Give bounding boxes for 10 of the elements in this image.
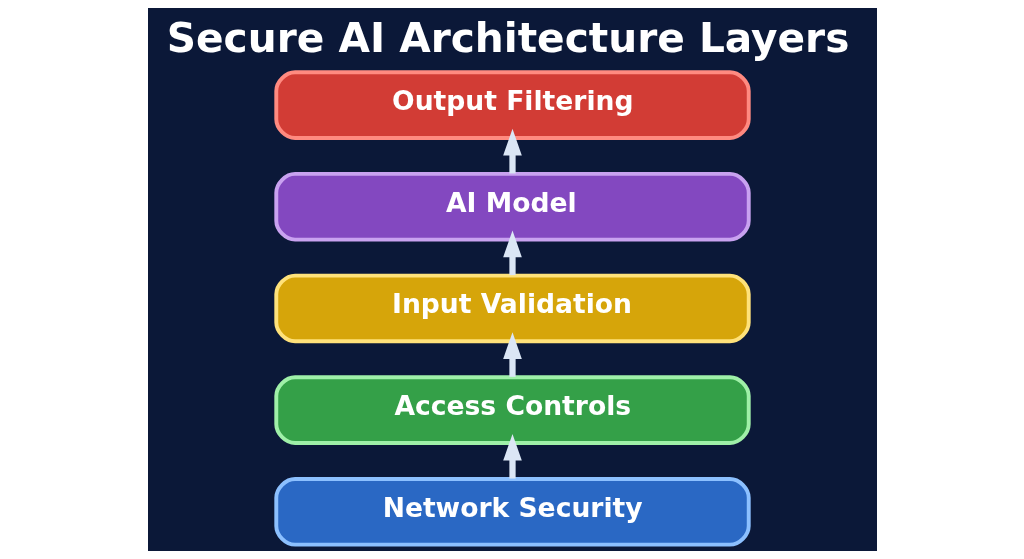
arrow: [502, 230, 522, 276]
node-box: Network Security: [273, 477, 751, 547]
diagram-title: Secure AI Architecture Layers: [166, 13, 849, 62]
arrow: [502, 433, 522, 479]
node-box: AI Model: [273, 171, 751, 242]
arrow: [502, 128, 522, 174]
node-box: Access Controls: [273, 375, 751, 445]
node-box: Output Filtering: [273, 70, 751, 140]
node-box: Input Validation: [273, 273, 751, 344]
arrow: [502, 332, 522, 377]
